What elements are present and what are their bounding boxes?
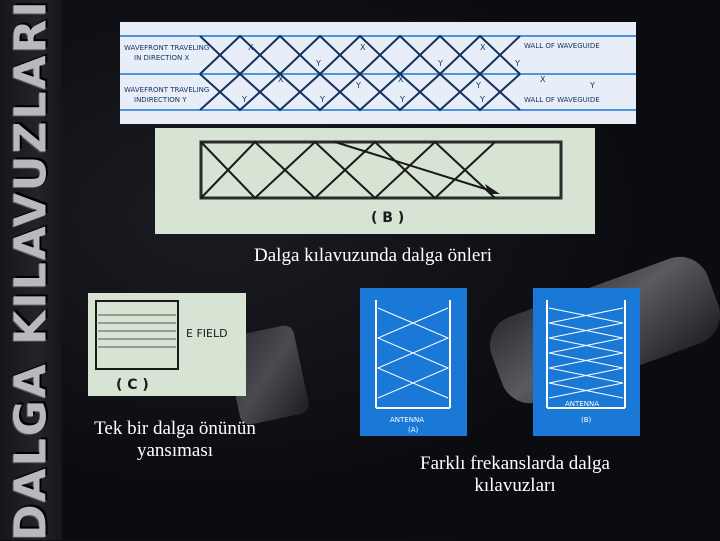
row2-label-line1: WAVEFRONT TRAVELING xyxy=(124,86,209,94)
caption-left: Tek bir dalga önünün yansıması xyxy=(60,418,290,462)
row2-label-line2: INDIRECTION Y xyxy=(134,96,187,104)
figure-antenna-b: ANTENNA (B) xyxy=(533,288,640,436)
figure-b-label: ( B ) xyxy=(371,210,404,226)
antenna-b-svg: ANTENNA (B) xyxy=(533,288,640,436)
caption-right-line2: kılavuzları xyxy=(474,475,556,496)
letter-x: X xyxy=(278,75,284,84)
side-title: DALGA KILAVUZLARI xyxy=(5,0,57,541)
letter-y: Y xyxy=(315,59,321,68)
caption-left-line2: yansıması xyxy=(137,440,213,461)
antenna-a-label: ANTENNA xyxy=(390,416,424,424)
letter-y: Y xyxy=(514,59,520,68)
wavefront-diagram-svg: WAVEFRONT TRAVELING IN DIRECTION X WAVEF… xyxy=(120,22,636,124)
letter-y: Y xyxy=(479,95,485,104)
caption-left-line1: Tek bir dalga önünün xyxy=(94,418,256,439)
letter-y: Y xyxy=(399,95,405,104)
letter-x: X xyxy=(398,75,404,84)
antenna-b-label: ANTENNA xyxy=(565,400,599,408)
wall-label-2: WALL OF WAVEGUIDE xyxy=(524,96,600,104)
caption-main-text: Dalga kılavuzunda dalga önleri xyxy=(254,245,492,266)
letter-x: X xyxy=(540,75,546,84)
letter-y: Y xyxy=(355,81,361,90)
figure-b-svg: ( B ) xyxy=(155,128,595,234)
caption-right-line1: Farklı frekanslarda dalga xyxy=(420,453,610,474)
efield-label: E FIELD xyxy=(186,327,228,340)
letter-y: Y xyxy=(437,59,443,68)
antenna-a-sub: (A) xyxy=(408,426,419,434)
figure-wavefront-diagram: WAVEFRONT TRAVELING IN DIRECTION X WAVEF… xyxy=(120,22,636,124)
caption-main: Dalga kılavuzunda dalga önleri xyxy=(200,245,546,267)
wall-label-1: WALL OF WAVEGUIDE xyxy=(524,42,600,50)
antenna-b-sub: (B) xyxy=(581,416,592,424)
figure-c-svg: E FIELD ( C ) xyxy=(88,293,246,396)
letter-x: X xyxy=(248,43,254,52)
figure-c-label: ( C ) xyxy=(116,377,149,393)
letter-y: Y xyxy=(319,95,325,104)
letter-y: Y xyxy=(241,95,247,104)
letter-y: Y xyxy=(475,81,481,90)
caption-right: Farklı frekanslarda dalga kılavuzları xyxy=(375,453,655,497)
figure-antenna-a: ANTENNA (A) xyxy=(360,288,467,436)
letter-x: X xyxy=(360,43,366,52)
antenna-a-svg: ANTENNA (A) xyxy=(360,288,467,436)
side-title-bar: DALGA KILAVUZLARI xyxy=(0,0,62,541)
row1-label-line1: WAVEFRONT TRAVELING xyxy=(124,44,209,52)
row1-label-line2: IN DIRECTION X xyxy=(134,54,189,62)
letter-y: Y xyxy=(589,81,595,90)
letter-x: X xyxy=(480,43,486,52)
figure-c-efield: E FIELD ( C ) xyxy=(88,293,246,396)
figure-b-waveguide: ( B ) xyxy=(155,128,595,234)
